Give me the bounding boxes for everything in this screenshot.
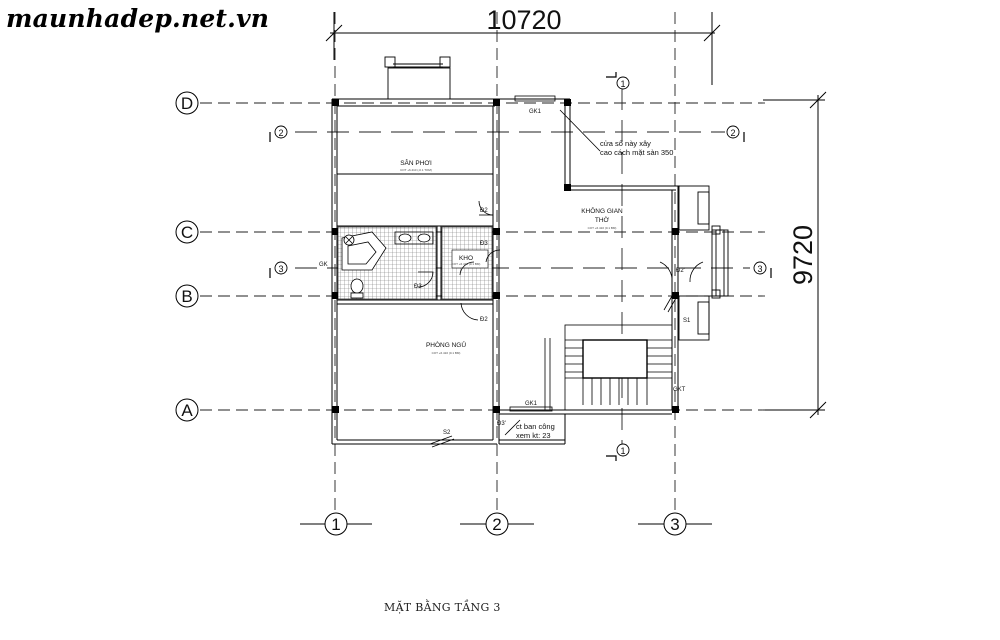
axis-label-1: 1 [331,515,340,534]
kho-floor [451,249,489,269]
svg-text:COT +6.410 (0.1 BM): COT +6.410 (0.1 BM) [432,351,461,355]
door-tag-d2-b: Đ2 [480,317,488,323]
columns [332,99,679,413]
axis-label-3: 3 [670,515,679,534]
room-label-khong-gian: KHÔNG GIAN [581,206,623,215]
axis-label-B: B [181,287,192,306]
note-balcony-line1: ct ban công [516,422,555,431]
watermark-logo: maunhadep.net.vn [6,4,270,33]
room-label-kho: KHO [459,255,473,262]
note-window-line2: cao cách mặt sàn 350 [600,148,673,157]
note-balcony-line2: xem kt: 23 [516,431,551,440]
room-label-san-phoi: SÂN PHƠI [400,158,432,167]
dimension-lines [325,12,827,419]
door-tag-d3-a: Đ3 [480,241,488,247]
axis-bubbles [175,91,712,536]
note-window-line1: cửa số này xây [600,139,651,148]
room-label-tho: THỜ [595,215,610,224]
dimension-height: 9720 [788,225,818,285]
bay-window [678,185,729,341]
top-bay [384,56,451,100]
svg-text:COT +6.410 (0.1 BM): COT +6.410 (0.1 BM) [452,262,481,266]
dimension-width: 10720 [486,5,561,35]
door-tag-d3-c: Đ3' [497,421,506,427]
door-tag-s2: S2 [443,430,451,436]
svg-text:COT +6.410 (-0.1 TOM): COT +6.410 (-0.1 TOM) [400,168,432,172]
window-tag-gk: GK [319,262,328,268]
axis-label-A: A [181,401,193,420]
window-tag-gk1-bottom: GK1 [525,401,538,407]
axis-label-C: C [181,223,193,242]
walls [331,98,680,445]
window-tag-gkt: GKT [673,387,686,393]
staircase [544,324,673,411]
window-gk1-top [514,95,601,152]
door-tag-d2-a: Đ2 [480,208,488,214]
section-2-right: 2 [730,128,735,138]
svg-text:COT +6.410 (0.1 BM): COT +6.410 (0.1 BM) [588,226,617,230]
door-tag-s1: S1 [683,318,691,324]
door-tag-d3-b: Đ3 [414,284,422,290]
bathroom-fixtures [341,231,434,299]
axis-label-2: 2 [492,515,501,534]
section-1-top: 1 [620,79,625,89]
section-1-bottom: 1 [620,446,625,456]
section-3-right: 3 [757,264,762,274]
window-gk1-bottom [509,406,553,412]
door-swings [417,200,704,448]
window-tag-gk1-top: GK1 [529,109,542,115]
section-3-left: 3 [278,264,283,274]
section-markers [274,76,767,457]
door-tag-d2-c: Đ2' [676,268,685,274]
axis-label-D: D [181,94,193,113]
section-2-left: 2 [278,128,283,138]
room-label-phong-ngu: PHÒNG NGỦ [426,340,466,349]
sheet-title: MẶT BẰNG TẦNG 3 [384,601,501,614]
